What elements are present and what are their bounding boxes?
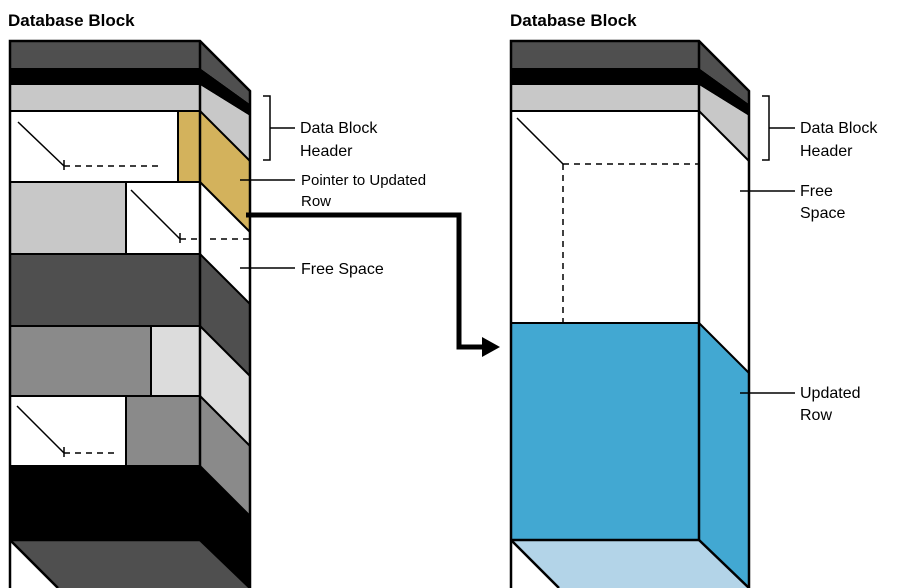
left-side-pointer [200, 111, 250, 232]
left-row-6-black [10, 466, 200, 540]
left-row-1-diagonal [17, 121, 65, 167]
right-separators [511, 110, 750, 374]
left-row-4-pale [151, 326, 200, 396]
left-header-row-dark [10, 41, 200, 68]
right-database-block: Database Block [509, 11, 878, 588]
left-bottom-face [10, 540, 250, 588]
migration-arrow [246, 212, 500, 357]
left-free-space-callout: Free Space [240, 261, 384, 278]
left-header-row-black [10, 68, 200, 85]
left-row-4-mid [10, 326, 151, 396]
right-free-space-callout: Free Space [740, 183, 845, 222]
right-free-space-label-2: Space [800, 205, 845, 222]
left-header-label-2: Header [300, 143, 353, 160]
left-side-free [200, 182, 250, 304]
left-side-separators [199, 110, 251, 517]
right-side-dark-top [699, 41, 749, 104]
right-updated-row-label-1: Updated [800, 385, 861, 402]
left-row-1-pointer [178, 111, 200, 182]
left-side-row-3 [200, 254, 250, 376]
right-free-space-front [511, 111, 699, 323]
left-row-2-white [126, 182, 200, 254]
right-header-row-black [511, 68, 699, 85]
left-row-5-white [10, 396, 126, 466]
right-header-row-dark [511, 41, 699, 68]
left-pointer-callout: Pointer to Updated Row [240, 172, 426, 210]
right-block-title: Database Block [510, 11, 637, 30]
left-side-row-5 [200, 396, 250, 516]
left-header-callout: Data Block Header [263, 95, 378, 161]
right-free-space-label-1: Free [800, 183, 833, 200]
left-pointer-label-1: Pointer to Updated [301, 172, 426, 189]
right-header-callout: Data Block Header [762, 95, 878, 161]
right-header-label-2: Header [800, 143, 853, 160]
right-side-free [699, 111, 749, 373]
left-pointer-label-2: Row [301, 193, 331, 210]
left-header-label-1: Data Block [300, 120, 378, 137]
left-side-light [200, 85, 250, 161]
left-free-space-label: Free Space [301, 261, 384, 278]
left-block-title: Database Block [8, 11, 135, 30]
right-side-light [699, 85, 749, 161]
left-row-3-dark [10, 254, 200, 326]
left-row-5-mid [126, 396, 200, 466]
left-front-separators [10, 110, 200, 467]
right-side-updated-row [699, 323, 749, 588]
left-row-2-gray [10, 182, 126, 254]
migration-arrow-line [246, 212, 484, 350]
right-header-row-light [511, 85, 699, 111]
right-block-outline [509, 39, 751, 588]
right-bottom-face [511, 540, 749, 588]
left-side-dark-top [200, 41, 250, 104]
left-side-row-6 [200, 466, 250, 588]
right-updated-row-label-2: Row [800, 407, 832, 424]
migration-arrowhead-icon [482, 337, 500, 357]
left-row-5-diagonal [16, 405, 65, 454]
left-side-row-4 [200, 326, 250, 446]
right-updated-row-callout: Updated Row [740, 385, 861, 424]
left-row-1-white [10, 111, 178, 182]
right-free-diagonal [516, 117, 564, 165]
right-side-black [699, 68, 749, 116]
left-row-2-diagonal [130, 189, 181, 240]
right-updated-row-front [511, 323, 699, 540]
left-database-block: Database Block [8, 11, 426, 588]
left-header-row-light [10, 85, 200, 111]
left-side-black [200, 68, 250, 116]
right-header-label-1: Data Block [800, 120, 878, 137]
left-block-outline [8, 39, 252, 588]
